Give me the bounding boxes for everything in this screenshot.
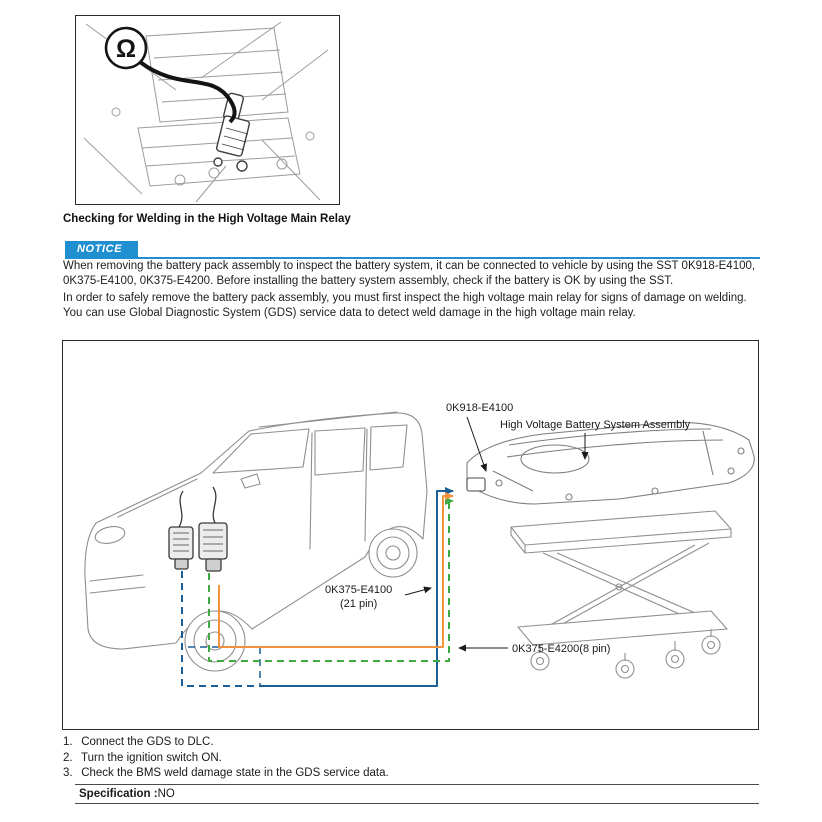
lift-cart-drawing [510, 510, 732, 679]
sst-connection-svg: 0K918-E4100 High Voltage Battery System … [84, 402, 755, 687]
specification-row: Specification :NO [75, 784, 759, 804]
step-3: 3. Check the BMS weld damage state in th… [63, 766, 389, 782]
cable-orange [218, 492, 454, 648]
arrow-0k918 [466, 416, 487, 472]
label-0k918-e4100: 0K918-E4100 [446, 402, 513, 414]
ohm-symbol: Ω [116, 35, 136, 63]
step-1-number: 1. [63, 736, 73, 748]
vehicle-connectors [168, 486, 228, 572]
step-2-text: Turn the ignition switch ON. [81, 751, 222, 764]
label-battery-assembly: High Voltage Battery System Assembly [500, 419, 691, 431]
relay-ohmmeter-illustration: Ω [75, 15, 340, 205]
relay-ohmmeter-svg: Ω [83, 21, 329, 203]
intro-text: In order to safely remove the battery pa… [63, 292, 747, 319]
sst-connection-figure: 0K918-E4100 High Voltage Battery System … [62, 340, 759, 730]
procedure-steps: 1. Connect the GDS to DLC. 2. Turn the i… [63, 735, 389, 782]
specification-label: Specification : [79, 788, 158, 800]
vehicle-drawing [84, 411, 428, 672]
step-1: 1. Connect the GDS to DLC. [63, 735, 389, 751]
battery-assembly-drawing [466, 421, 755, 505]
step-2: 2. Turn the ignition switch ON. [63, 751, 389, 767]
cable-blue-solid-segment [260, 487, 454, 687]
sst-cables [181, 487, 454, 687]
ohmmeter-icon: Ω [104, 26, 148, 70]
notice-label: NOTICE [65, 241, 139, 257]
label-0k375-e4100-pins: (21 pin) [340, 598, 377, 610]
label-0k375-e4100: 0K375-E4100 [325, 584, 392, 596]
label-0k375-e4200: 0K375-E4200(8 pin) [512, 643, 610, 655]
step-3-text: Check the BMS weld damage state in the G… [81, 767, 389, 780]
step-3-number: 3. [63, 767, 73, 780]
notice-banner: NOTICE [65, 239, 760, 259]
arrow-0k375-e4100 [404, 586, 432, 596]
step-1-text: Connect the GDS to DLC. [81, 736, 214, 748]
cable-green [208, 497, 454, 662]
specification-value: NO [157, 788, 175, 800]
figure-callouts: 0K918-E4100 High Voltage Battery System … [325, 402, 691, 655]
step-2-number: 2. [63, 751, 73, 764]
cable-blue-dashed-segment [181, 571, 260, 687]
notice-text: When removing the battery pack assembly … [63, 260, 756, 287]
section-heading: Checking for Welding in the High Voltage… [63, 213, 351, 225]
meter-lead-cable [138, 60, 237, 124]
